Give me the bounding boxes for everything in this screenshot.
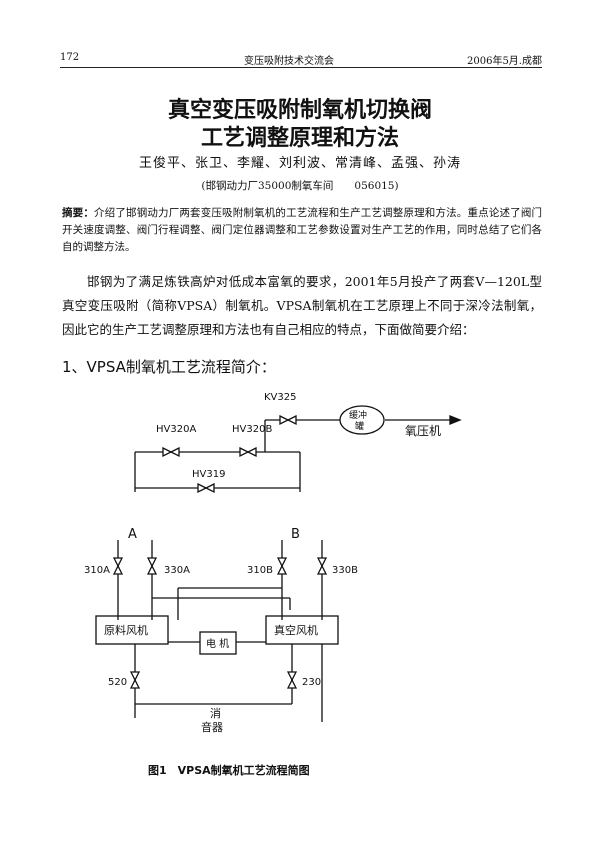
label-230: 230 bbox=[302, 677, 321, 688]
affiliation: (邯钢动力厂35000制氧车间 056015) bbox=[201, 180, 399, 192]
header-rule bbox=[60, 67, 542, 68]
label-feed-blower: 原料风机 bbox=[104, 623, 148, 637]
hv319-valve bbox=[197, 482, 215, 494]
title-line-1: 真空变压吸附制氧机切换阀 bbox=[167, 98, 432, 123]
motor-box bbox=[199, 631, 237, 655]
authors: 王俊平、张卫、李耀、刘利波、常清峰、孟强、孙涛 bbox=[138, 156, 461, 171]
label-520: 520 bbox=[108, 677, 127, 688]
valve-230 bbox=[286, 671, 298, 689]
kv325-valve bbox=[279, 414, 297, 426]
label-310a: 310A bbox=[84, 565, 110, 576]
abstract-text: 介绍了邯钢动力厂两套变压吸附制氧机的工艺流程和生产工艺调整原理和方法。重点论述了… bbox=[62, 207, 543, 253]
intro-paragraph: 邯钢为了满足炼铁高炉对低成本富氧的要求，2001年5月投产了两套V—120L型真… bbox=[62, 270, 542, 342]
label-hv320a: HV320A bbox=[156, 424, 196, 435]
label-silencer-1: 消 bbox=[210, 706, 221, 720]
section-heading-1: 1、VPSA制氧机工艺流程简介： bbox=[62, 358, 276, 376]
label-buffer-tank-1: 缓冲 bbox=[349, 409, 367, 421]
label-310b: 310B bbox=[247, 565, 273, 576]
running-header: 172 变压吸附技术交流会 2006年5月.成都 bbox=[60, 52, 542, 68]
label-vacuum-blower: 真空风机 bbox=[274, 623, 318, 637]
valve-310a bbox=[112, 557, 124, 575]
abstract: 摘要：介绍了邯钢动力厂两套变压吸附制氧机的工艺流程和生产工艺调整原理和方法。重点… bbox=[62, 205, 542, 256]
feed-blower-box bbox=[95, 615, 169, 645]
label-motor: 电 机 bbox=[206, 637, 229, 650]
label-silencer-2: 音器 bbox=[201, 720, 223, 734]
process-flow-diagram: KV325 HV320A HV320B HV319 缓冲 罐 氧压机 A B 3… bbox=[84, 392, 462, 734]
buffer-tank bbox=[339, 405, 385, 435]
valve-310b bbox=[276, 557, 288, 575]
abstract-label: 摘要： bbox=[62, 207, 95, 219]
oxygen-arrow bbox=[449, 415, 462, 425]
label-buffer-tank-2: 罐 bbox=[355, 420, 364, 432]
label-bed-a: A bbox=[128, 527, 137, 542]
title-line-2: 工艺调整原理和方法 bbox=[200, 126, 399, 151]
figure-caption: 图1 VPSA制氧机工艺流程简图 bbox=[148, 764, 310, 777]
label-330a: 330A bbox=[164, 565, 190, 576]
hv320a-valve bbox=[162, 446, 180, 458]
label-kv325: KV325 bbox=[264, 392, 297, 403]
label-330b: 330B bbox=[332, 565, 358, 576]
conference-name: 变压吸附技术交流会 bbox=[244, 56, 334, 67]
hv320b-valve bbox=[239, 446, 257, 458]
label-hv319: HV319 bbox=[192, 469, 225, 480]
vacuum-blower-box bbox=[265, 615, 339, 645]
date-place: 2006年5月.成都 bbox=[467, 56, 542, 67]
intro-text: 邯钢为了满足炼铁高炉对低成本富氧的要求，2001年5月投产了两套V—120L型真… bbox=[62, 274, 542, 337]
label-bed-b: B bbox=[291, 527, 300, 542]
label-hv320b: HV320B bbox=[232, 424, 272, 435]
valve-330b bbox=[316, 557, 328, 575]
label-oxygen-compressor: 氧压机 bbox=[405, 424, 441, 438]
valve-520 bbox=[129, 671, 141, 689]
page-number: 172 bbox=[60, 52, 80, 63]
valve-330a bbox=[146, 557, 158, 575]
